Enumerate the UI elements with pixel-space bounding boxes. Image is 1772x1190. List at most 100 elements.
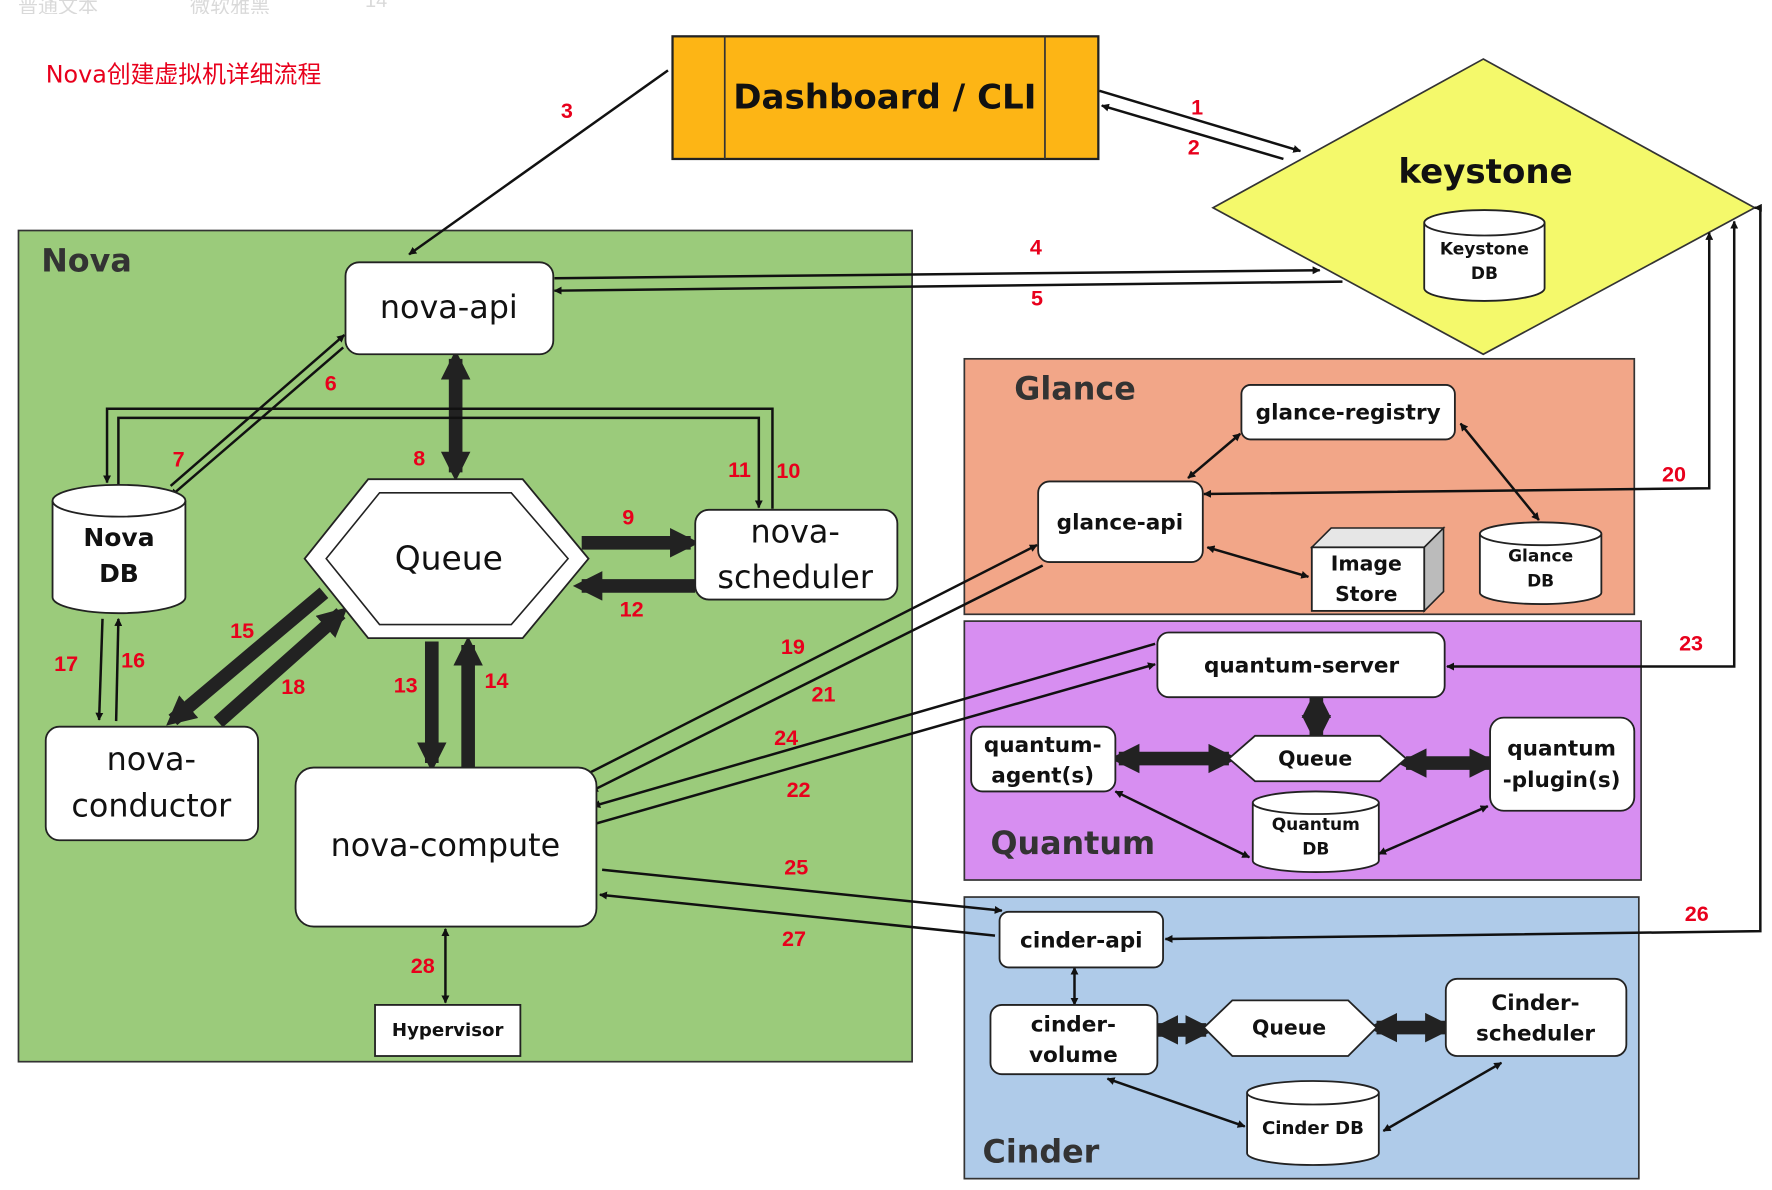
quantum-agent-label-2: agent(s) [991,764,1094,789]
image-store-node[interactable]: Image Store [1309,526,1446,613]
quantum-plugin-label-2: -plugin(s) [1503,768,1621,793]
hypervisor-node[interactable]: Hypervisor [374,1004,522,1057]
glance-api-node[interactable]: glance-api [1037,480,1204,563]
step-number-28: 28 [411,953,435,978]
step-number-1: 1 [1191,95,1203,120]
queue-label: Queue [395,538,503,577]
databases: KeystoneDBNovaDBGlanceDBQuantumDBCinder … [51,209,1603,1166]
cinder-scheduler-node[interactable]: Cinder- scheduler [1444,977,1628,1057]
flow-arrow [169,334,346,487]
image-store-label-1: Image [1331,551,1402,575]
nova-api-label: nova-api [380,289,518,326]
step-number-13: 13 [394,673,418,698]
flow-arrow [592,642,1156,809]
cinder-scheduler-label-1: Cinder- [1491,991,1579,1016]
quantum-plugin-node[interactable]: quantum -plugin(s) [1489,716,1636,812]
image-store-label-2: Store [1335,582,1397,606]
glance-api-label: glance-api [1057,510,1183,535]
nova-api-node[interactable]: nova-api [344,261,555,356]
flow-arrow [95,618,104,721]
dashboard-cli-box[interactable]: Dashboard / CLI [671,35,1100,161]
step-number-15: 15 [230,618,254,643]
quantum-server-label: quantum-server [1204,654,1400,679]
flow-arrow [1100,103,1284,161]
quantum-db-label: Quantum [1272,815,1360,835]
hypervisor-label: Hypervisor [392,1020,504,1041]
quantum-plugin-label-1: quantum [1507,736,1616,761]
flow-arrow [408,69,669,256]
quantum-queue-label: Queue [1278,747,1352,771]
quantum-db-label: DB [1302,840,1329,860]
cinder-region-label: Cinder [983,1134,1100,1171]
step-number-10: 10 [776,458,800,483]
keystone-label: keystone [1398,152,1572,192]
glance-registry-label: glance-registry [1256,400,1441,425]
step-number-16: 16 [121,648,145,673]
keystone-diamond[interactable]: keystone [1211,58,1757,356]
cinder-scheduler-label-2: scheduler [1476,1021,1595,1046]
nova-db-label: DB [99,559,139,588]
step-number-17: 17 [54,651,78,676]
flow-arrow [1206,545,1310,579]
flow-arrow [213,607,348,728]
font-size-select[interactable]: 14 [365,0,388,12]
quantum-server-node[interactable]: quantum-server [1156,631,1446,699]
step-number-6: 6 [325,371,337,396]
nova-conductor-label-1: nova- [107,741,196,778]
flow-arrow [166,587,329,726]
step-number-11: 11 [728,457,751,482]
step-number-22: 22 [787,777,811,802]
flow-arrow [1382,1061,1503,1133]
flow-arrow [1114,790,1251,859]
cinder-volume-label-2: volume [1029,1043,1118,1068]
flow-arrow [117,416,763,509]
cinder-db-label: Cinder DB [1262,1118,1364,1139]
nova-conductor-node[interactable]: nova- conductor [44,725,259,842]
queue-node[interactable]: Queue [303,478,590,640]
quantum-agent-node[interactable]: quantum- agent(s) [970,725,1117,793]
nova-scheduler-label-2: scheduler [717,559,873,596]
step-number-18: 18 [281,674,305,699]
text-style-select[interactable]: 普通文本 [18,0,98,14]
cinder-queue-node[interactable]: Queue [1202,999,1378,1057]
step-number-26: 26 [1685,901,1709,926]
step-number-8: 8 [413,446,425,471]
editor-toolbar-faded: 普通文本 微软雅黑 14 [0,0,1772,14]
step-number-14: 14 [485,668,509,693]
flow-arrow [169,346,345,498]
glance-registry-node[interactable]: glance-registry [1240,384,1456,441]
flow-arrow [601,868,1003,914]
cinder-db-cylinder[interactable]: Cinder DB [1246,1080,1380,1166]
glance-db-label: Glance [1508,547,1573,567]
flow-arrow [103,407,774,509]
step-number-27: 27 [782,926,806,951]
flow-arrow [114,618,123,722]
nova-compute-node[interactable]: nova-compute [294,766,598,928]
flow-arrow [590,543,1038,774]
flow-arrow [1164,203,1762,943]
flow-arrow [590,564,1044,793]
nova-scheduler-node[interactable]: nova- scheduler [694,508,899,601]
flow-arrow [1187,432,1242,479]
diagram-title: Nova创建虚拟机详细流程 [46,61,322,89]
quantum-region-label: Quantum [990,825,1155,862]
glance-db-label: DB [1527,571,1554,591]
step-number-7: 7 [173,447,185,472]
quantum-queue-node[interactable]: Queue [1227,734,1408,783]
arrows [95,69,1762,1133]
font-select[interactable]: 微软雅黑 [190,0,270,14]
step-number-19: 19 [781,634,805,659]
nova-conductor-label-2: conductor [71,787,232,824]
cinder-volume-node[interactable]: cinder- volume [989,1004,1159,1076]
flow-arrow [1106,1077,1246,1128]
step-number-12: 12 [620,597,644,622]
keystone-db-label: Keystone [1440,239,1529,259]
cinder-api-node[interactable]: cinder-api [998,910,1164,969]
step-number-25: 25 [784,854,808,879]
step-number-9: 9 [622,505,634,530]
